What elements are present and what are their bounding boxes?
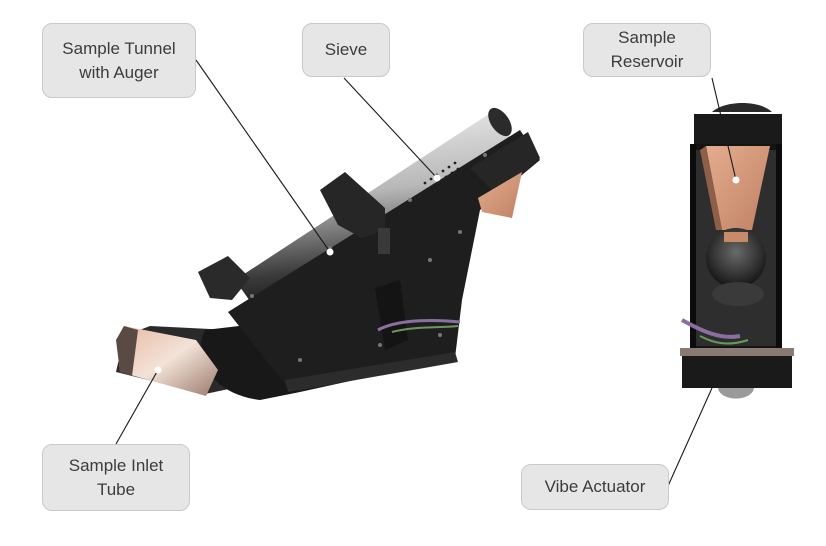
adjust-knob (378, 228, 390, 254)
inlet-tube-mouth (116, 326, 218, 396)
label-sample-reservoir: Sample Reservoir (583, 23, 711, 77)
clamp-bracket (320, 172, 385, 238)
tunnel-end-cap (488, 107, 512, 137)
base-plate (680, 348, 794, 356)
label-sample-inlet-tube: Sample Inlet Tube (42, 444, 190, 511)
gear-stack (712, 282, 764, 306)
reservoir-funnel (706, 146, 770, 230)
label-sample-inlet-line1: Sample Inlet (68, 455, 164, 475)
right-wire-green (699, 335, 749, 345)
label-sample-tunnel-line1: Sample Tunnel (62, 38, 176, 58)
motor-block (375, 280, 408, 350)
label-sample-reservoir-line2: Reservoir (610, 52, 684, 71)
callout-line-sieve (343, 77, 438, 179)
wire-green (391, 325, 459, 333)
vibe-dome (706, 228, 766, 288)
wiring-harness (377, 318, 461, 332)
callout-line-sample-tunnel (195, 59, 331, 253)
vibe-actuator-dome (718, 388, 754, 399)
label-sieve-line1: Sieve (324, 40, 368, 59)
reservoir-cap (712, 103, 772, 112)
label-vibe-actuator-line1: Vibe Actuator (544, 477, 646, 496)
left-device (116, 107, 540, 400)
inlet-tube-rim (116, 326, 138, 376)
label-sample-tunnel-line2: with Auger (79, 62, 159, 82)
label-sample-tunnel: Sample Tunnel with Auger (42, 23, 196, 98)
side-plate (228, 130, 540, 392)
label-sample-inlet-line2: Tube (96, 479, 136, 499)
funnel-shade (700, 146, 722, 230)
label-vibe-actuator: Vibe Actuator (521, 464, 669, 510)
label-sample-reservoir-line1: Sample (618, 28, 676, 47)
callout-lines (115, 59, 737, 487)
callout-line-sample-reservoir (711, 77, 737, 181)
copper-collar (724, 232, 748, 242)
callout-dot-sample-tunnel (326, 248, 334, 256)
copper-chute (478, 172, 522, 218)
base-block (682, 356, 792, 388)
lower-clamp (198, 256, 250, 300)
callout-line-sample-inlet (115, 369, 159, 445)
callout-line-vibe-actuator (667, 387, 713, 487)
callout-dot-sample-reservoir (732, 176, 740, 184)
top-plate (694, 114, 782, 144)
right-rail (776, 144, 782, 354)
callout-dot-sieve (433, 174, 441, 182)
rear-bracket (470, 132, 540, 196)
rivets (250, 153, 487, 362)
bottom-rail (285, 352, 458, 392)
right-device (680, 103, 794, 399)
left-rail (690, 144, 696, 354)
label-sieve: Sieve (302, 23, 390, 77)
right-wiring (681, 318, 741, 339)
callout-dot-sample-inlet (154, 366, 162, 374)
callout-dots (154, 174, 740, 374)
